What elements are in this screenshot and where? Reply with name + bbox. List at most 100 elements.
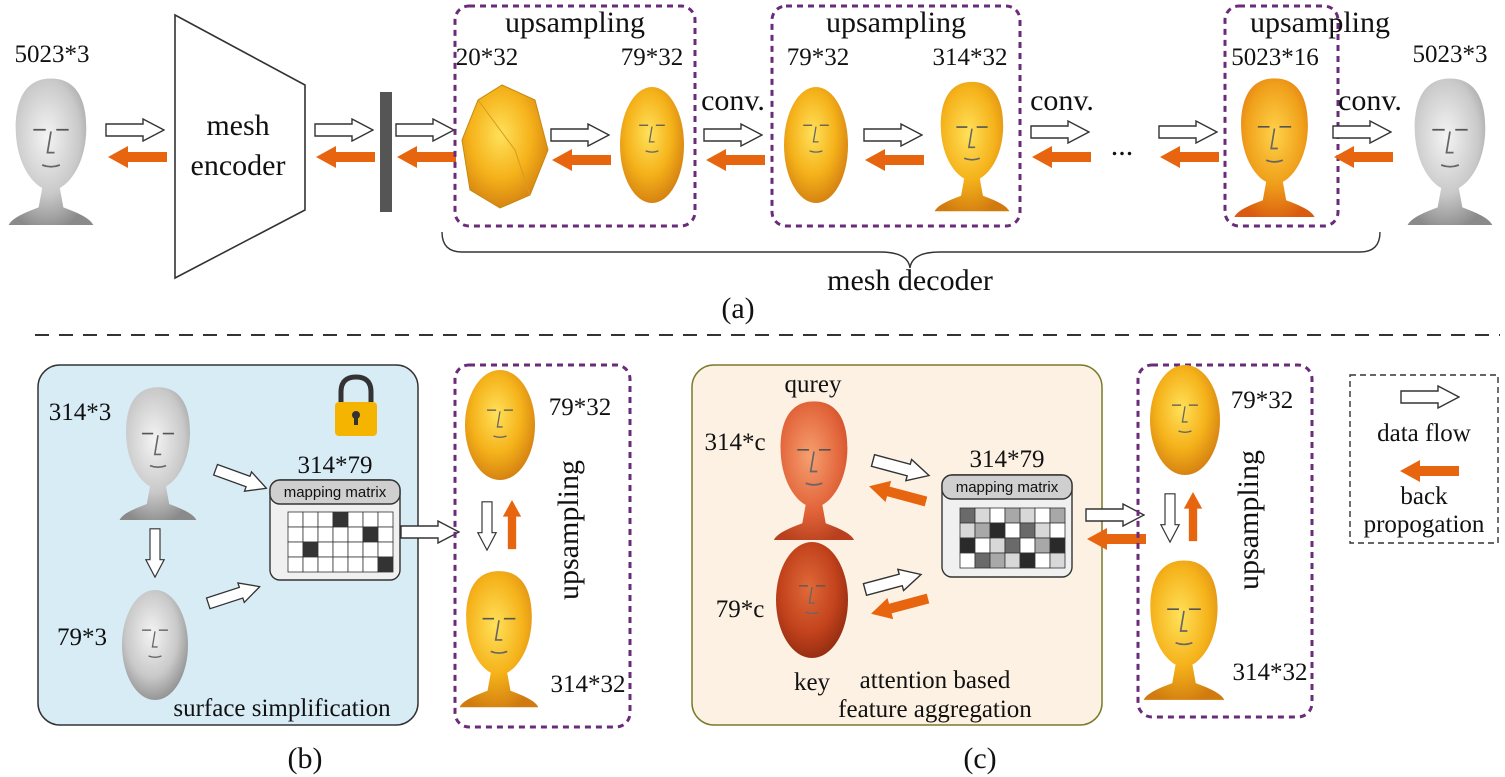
upsampling-block-3 bbox=[1223, 4, 1340, 228]
legend-box bbox=[1349, 374, 1499, 544]
back-arrow bbox=[108, 146, 167, 168]
face-79-b bbox=[465, 370, 535, 480]
face-79-block2 bbox=[784, 87, 848, 203]
matrix-cell bbox=[362, 556, 379, 573]
b-dim-bottom: 79*3 bbox=[57, 624, 107, 651]
legend: data flow back propogation bbox=[1349, 374, 1499, 544]
matrix-cell bbox=[377, 526, 394, 543]
c-up-dim-top: 79*32 bbox=[1231, 387, 1294, 414]
matrix-cell bbox=[347, 526, 364, 543]
upsampling-title-2: upsampling bbox=[826, 6, 966, 39]
matrix-cell bbox=[974, 507, 991, 524]
caption-b: (b) bbox=[288, 742, 323, 775]
matrix-cell bbox=[302, 541, 319, 558]
c-upsampling-block bbox=[1136, 363, 1314, 719]
upsampling-block-2 bbox=[770, 4, 1022, 228]
matrix-cell bbox=[1004, 552, 1021, 569]
matrix-cell bbox=[362, 511, 379, 528]
b-up-dim-bottom: 314*32 bbox=[551, 671, 626, 698]
matrix-cell bbox=[974, 552, 991, 569]
matrix-cell bbox=[1049, 552, 1066, 569]
input-dim-label: 5023*3 bbox=[15, 41, 90, 68]
latent-code-bar bbox=[380, 92, 392, 212]
decoder-brace bbox=[441, 231, 1381, 269]
output-face-gray bbox=[1407, 78, 1493, 225]
matrix-cell bbox=[287, 541, 304, 558]
output-dim-label: 5023*3 bbox=[1413, 41, 1488, 68]
conv-label-2: conv. bbox=[1030, 84, 1094, 117]
upsampling-title-3: upsampling bbox=[1250, 6, 1390, 39]
matrix-cell bbox=[287, 526, 304, 543]
forward-arrow bbox=[1332, 120, 1392, 144]
back-arrow-up bbox=[502, 500, 522, 550]
mesh-encoder-trapezoid bbox=[174, 13, 306, 280]
c-matrix-label: mapping matrix bbox=[956, 479, 1059, 496]
caption-c: (c) bbox=[963, 742, 996, 775]
matrix-cell bbox=[347, 556, 364, 573]
face-79-block1 bbox=[620, 87, 684, 203]
conv-label-1: conv. bbox=[701, 84, 765, 117]
upsampling-title-1: upsampling bbox=[505, 6, 645, 39]
matrix-cell bbox=[1034, 507, 1051, 524]
block2-dim-right: 314*32 bbox=[933, 44, 1008, 71]
face-314-c bbox=[1143, 560, 1225, 700]
matrix-cell bbox=[959, 537, 976, 554]
block3-dim-right: 5023*16 bbox=[1231, 44, 1319, 71]
c-matrix-dim: 314*79 bbox=[970, 446, 1045, 473]
matrix-cell bbox=[959, 507, 976, 524]
back-arrow bbox=[1334, 146, 1393, 168]
back-arrow bbox=[397, 146, 456, 168]
b-up-label: upsampling bbox=[552, 460, 585, 600]
matrix-cell bbox=[974, 522, 991, 539]
b-process-label: surface simplification bbox=[173, 695, 391, 722]
matrix-cell bbox=[362, 526, 379, 543]
matrix-cell bbox=[1049, 507, 1066, 524]
matrix-cell bbox=[317, 556, 334, 573]
matrix-cell bbox=[989, 507, 1006, 524]
face-314-b bbox=[459, 571, 539, 708]
decoder-label: mesh decoder bbox=[827, 264, 993, 297]
back-arrow bbox=[552, 149, 611, 171]
matrix-cell bbox=[317, 541, 334, 558]
forward-arrow bbox=[395, 118, 455, 142]
b-matrix-dim: 314*79 bbox=[298, 452, 373, 479]
matrix-cell bbox=[377, 511, 394, 528]
forward-arrow bbox=[1158, 120, 1218, 144]
key-face bbox=[776, 542, 848, 658]
matrix-cell bbox=[332, 556, 349, 573]
matrix-cell bbox=[989, 552, 1006, 569]
legend-back-line1: back bbox=[1400, 483, 1448, 510]
matrix-cell bbox=[362, 541, 379, 558]
forward-arrow bbox=[105, 118, 165, 142]
c-query-dim: 314*c bbox=[704, 429, 765, 456]
matrix-cell bbox=[1049, 522, 1066, 539]
block1-dim-left: 20*32 bbox=[456, 44, 519, 71]
face-5023-block3 bbox=[1234, 78, 1315, 217]
binary-mapping-grid bbox=[287, 511, 394, 573]
matrix-cell bbox=[989, 522, 1006, 539]
matrix-cell bbox=[347, 541, 364, 558]
matrix-cell bbox=[317, 526, 334, 543]
forward-arrow-down bbox=[477, 501, 497, 551]
c-query-label: qurey bbox=[785, 371, 842, 398]
c-key-dim: 79*c bbox=[716, 596, 765, 623]
matrix-cell bbox=[332, 511, 349, 528]
conv-label-3: conv. bbox=[1338, 84, 1402, 117]
c-up-dim-bottom: 314*32 bbox=[1233, 659, 1308, 686]
encoder-label-line1: mesh bbox=[206, 109, 269, 142]
matrix-cell bbox=[302, 526, 319, 543]
c-key-label: key bbox=[794, 669, 831, 696]
b-matrix-label: mapping matrix bbox=[284, 484, 387, 501]
matrix-cell bbox=[1004, 507, 1021, 524]
matrix-cell bbox=[1004, 522, 1021, 539]
back-arrow bbox=[865, 149, 924, 171]
forward-arrow-down bbox=[1160, 493, 1180, 543]
matrix-cell bbox=[1049, 537, 1066, 554]
matrix-cell bbox=[332, 541, 349, 558]
matrix-cell bbox=[302, 556, 319, 573]
back-arrow-up bbox=[1183, 492, 1203, 542]
matrix-cell bbox=[1034, 552, 1051, 569]
matrix-cell bbox=[1004, 537, 1021, 554]
c-process-line2: feature aggregation bbox=[838, 696, 1032, 723]
matrix-cell bbox=[1019, 507, 1036, 524]
